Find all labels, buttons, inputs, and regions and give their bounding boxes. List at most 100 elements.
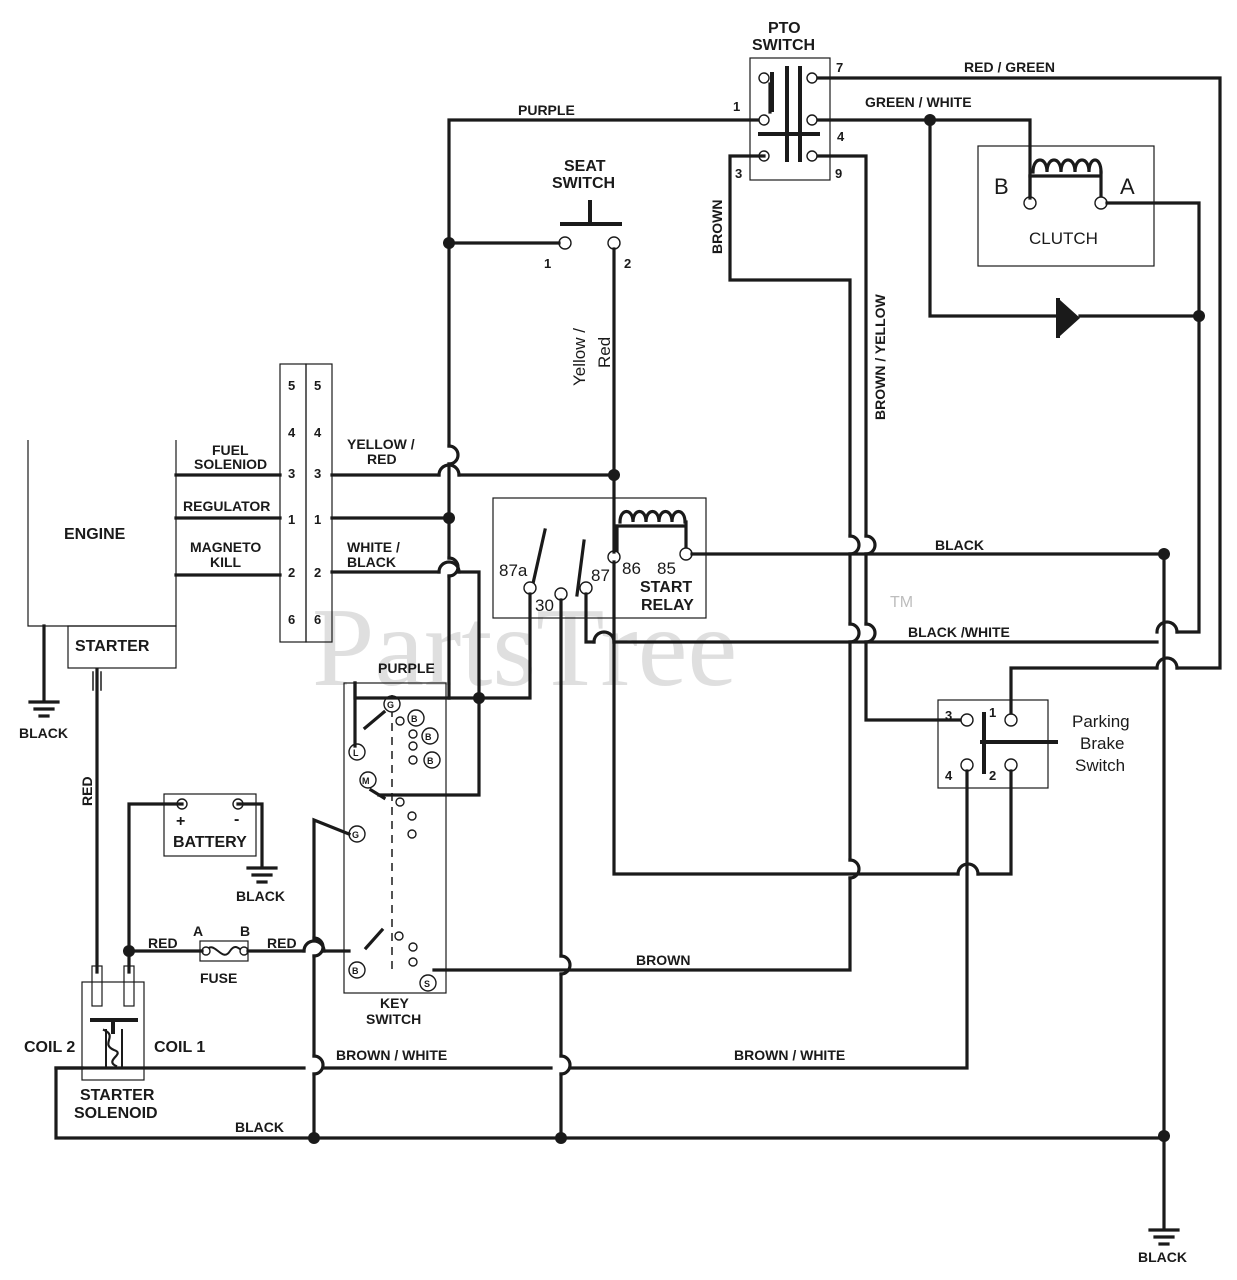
wire-brown-yellow: BROWN / YELLOW xyxy=(872,293,888,420)
wire-black-bottom: BLACK xyxy=(235,1119,284,1135)
start-relay: 87a 30 87 86 85 START RELAY xyxy=(492,497,707,619)
engine-lead-magneto-1: MAGNETO xyxy=(190,539,261,555)
wire-white-black-1: WHITE / xyxy=(347,539,400,555)
engine-lead-fuel-2: SOLENIOD xyxy=(194,456,267,472)
pto-switch-title-2: SWITCH xyxy=(752,37,815,54)
key-term-l: L xyxy=(353,748,359,758)
wire-red-right: RED xyxy=(267,935,297,951)
watermark: PartsTree xyxy=(312,586,737,710)
pto-pin-3: 3 xyxy=(735,166,742,181)
start-relay-title-2: RELAY xyxy=(641,597,694,614)
pbs-title-2: Brake xyxy=(1080,734,1124,753)
relay-pin-86: 86 xyxy=(622,559,641,578)
solenoid-coil2: COIL 2 xyxy=(24,1039,75,1056)
engine-label: ENGINE xyxy=(64,526,126,543)
engine-lead-regulator: REGULATOR xyxy=(183,498,270,514)
conn-r-6: 6 xyxy=(314,612,321,627)
wire-black-white: BLACK /WHITE xyxy=(908,624,1010,640)
wire-brown-white-right: BROWN / WHITE xyxy=(734,1047,845,1063)
wire-brown: BROWN xyxy=(709,200,725,254)
battery-minus: - xyxy=(234,811,239,828)
relay-pin-30: 30 xyxy=(535,596,554,615)
wire-red-left: RED xyxy=(148,935,178,951)
conn-r-3: 3 xyxy=(314,466,321,481)
key-term-g2: G xyxy=(352,830,359,840)
battery: + - BATTERY xyxy=(163,793,257,857)
conn-l-3: 3 xyxy=(288,466,295,481)
wire-purple-key: PURPLE xyxy=(378,660,435,676)
battery-plus: + xyxy=(176,813,185,830)
watermark-trademark: TM xyxy=(890,594,913,611)
connector: 5 4 3 1 2 6 5 4 3 1 2 6 xyxy=(279,363,333,643)
start-relay-title-1: START xyxy=(640,579,692,596)
key-term-b4: B xyxy=(352,966,359,976)
conn-l-4: 4 xyxy=(288,425,296,440)
wires xyxy=(42,76,1222,1230)
solenoid-coil1: COIL 1 xyxy=(154,1039,205,1056)
engine-lead-magneto-2: KILL xyxy=(210,554,242,570)
seat-pin-2: 2 xyxy=(624,256,631,271)
conn-l-6: 6 xyxy=(288,612,295,627)
conn-l-2: 2 xyxy=(288,565,295,580)
pbs-pin-2: 2 xyxy=(989,768,996,783)
diode xyxy=(1056,298,1080,338)
pbs-pin-1: 1 xyxy=(989,705,996,720)
key-term-b3: B xyxy=(427,756,434,766)
clutch-label: CLUTCH xyxy=(1029,229,1098,248)
seat-switch-title-1: SEAT xyxy=(564,158,606,175)
ground-symbols: BLACK BLACK BLACK xyxy=(19,700,1187,1265)
fuse-label: FUSE xyxy=(200,970,237,986)
pto-pin-4: 4 xyxy=(837,129,845,144)
key-term-g1: G xyxy=(387,700,394,710)
key-term-m: M xyxy=(362,776,370,786)
pbs-pin-3: 3 xyxy=(945,708,952,723)
wire-yellow-red-v2: Red xyxy=(595,337,614,368)
starter-solenoid: COIL 2 COIL 1 STARTER SOLENOID xyxy=(24,965,205,1122)
pto-pin-1: 1 xyxy=(733,99,740,114)
key-term-s: S xyxy=(424,979,430,989)
wire-brown-white-left: BROWN / WHITE xyxy=(336,1047,447,1063)
fuse: A B FUSE xyxy=(193,923,250,986)
wire-green-white: GREEN / WHITE xyxy=(865,94,972,110)
wire-yellow-red-v1: Yellow / xyxy=(570,328,589,386)
key-switch-title-2: SWITCH xyxy=(366,1011,421,1027)
engine-lead-fuel-1: FUEL xyxy=(212,442,249,458)
seat-switch-title-2: SWITCH xyxy=(552,175,615,192)
wire-labels: RED / GREEN PURPLE GREEN / WHITE BROWN Y… xyxy=(79,59,1055,1135)
wire-white-black-2: BLACK xyxy=(347,554,396,570)
conn-r-2: 2 xyxy=(314,565,321,580)
pbs-title-1: Parking xyxy=(1072,712,1130,731)
pbs-title-3: Switch xyxy=(1075,756,1125,775)
relay-pin-87: 87 xyxy=(591,566,610,585)
clutch-terminal-b: B xyxy=(994,174,1009,199)
battery-ground-label: BLACK xyxy=(236,888,285,904)
pto-pin-7: 7 xyxy=(836,60,843,75)
fuse-terminal-a: A xyxy=(193,923,203,939)
wire-purple-top: PURPLE xyxy=(518,102,575,118)
solenoid-title-1: STARTER xyxy=(80,1087,155,1104)
key-switch: G L B B B M G B S KEY SWITCH xyxy=(343,682,447,1027)
fuse-terminal-b: B xyxy=(240,923,250,939)
seat-pin-1: 1 xyxy=(544,256,551,271)
conn-r-4: 4 xyxy=(314,425,322,440)
key-switch-title-1: KEY xyxy=(380,995,409,1011)
wire-yellow-red-2: RED xyxy=(367,451,397,467)
conn-l-1: 1 xyxy=(288,512,295,527)
pto-pin-9: 9 xyxy=(835,166,842,181)
key-term-b1: B xyxy=(411,714,418,724)
conn-r-5: 5 xyxy=(314,378,321,393)
wire-red-green: RED / GREEN xyxy=(964,59,1055,75)
wire-yellow-red-1: YELLOW / xyxy=(347,436,415,452)
wire-brown-key: BROWN xyxy=(636,952,690,968)
main-ground-label: BLACK xyxy=(1138,1249,1187,1265)
relay-pin-85: 85 xyxy=(657,559,676,578)
seat-switch: SEAT SWITCH 1 2 xyxy=(544,158,631,271)
pto-switch-title-1: PTO xyxy=(768,20,801,37)
junctions xyxy=(123,114,1205,1144)
pbs-pin-4: 4 xyxy=(945,768,953,783)
key-term-b2: B xyxy=(425,732,432,742)
clutch-terminal-a: A xyxy=(1120,174,1135,199)
relay-pin-87a: 87a xyxy=(499,561,528,580)
battery-label: BATTERY xyxy=(173,834,247,851)
